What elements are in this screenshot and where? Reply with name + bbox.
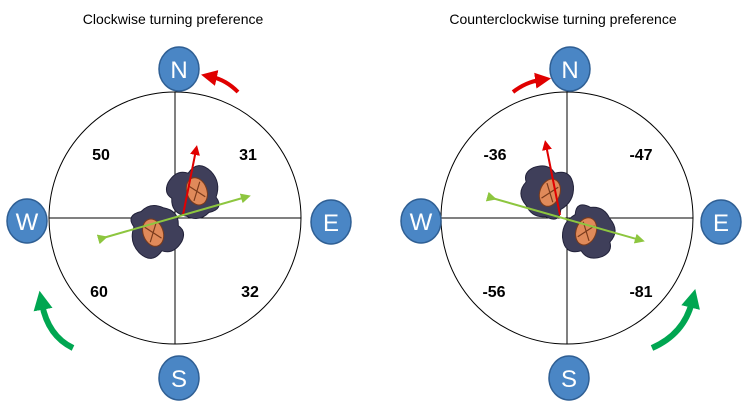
compass-badge-w: W	[6, 198, 48, 244]
direction-label-e: E	[323, 210, 339, 237]
direction-label-n: N	[170, 57, 187, 84]
compass-badge-n: N	[158, 46, 200, 92]
quadrant-value-sw: -56	[482, 284, 505, 301]
panel-title: Counterclockwise turning preference	[449, 11, 676, 27]
direction-label-e: E	[713, 210, 729, 237]
quadrant-value-se: 32	[241, 284, 259, 301]
panel-counterclockwise: Counterclockwise turning preference -36 …	[400, 11, 742, 401]
direction-label-w: W	[16, 209, 39, 236]
red-turn-arrow-icon	[201, 70, 240, 94]
quadrant-value-se: -81	[629, 284, 652, 301]
panel-clockwise: Clockwise turning preference 50 31 60 32	[6, 11, 352, 401]
compass-badge-e: E	[700, 199, 742, 245]
quadrant-value-nw: 50	[92, 147, 110, 164]
quadrant-value-nw: -36	[483, 147, 506, 164]
red-turn-arrow-icon	[511, 72, 552, 94]
compass-badge-w: W	[400, 198, 442, 244]
direction-label-s: S	[561, 366, 577, 393]
direction-label-n: N	[561, 57, 578, 84]
compass-badge-n: N	[549, 46, 591, 92]
compass-badge-e: E	[310, 199, 352, 245]
direction-label-w: W	[410, 209, 433, 236]
quadrant-value-sw: 60	[90, 284, 108, 301]
quadrant-value-ne: -47	[629, 147, 652, 164]
mean-vector-green	[485, 191, 645, 244]
panel-title: Clockwise turning preference	[83, 11, 264, 27]
mean-vector-green	[96, 193, 251, 245]
quadrant-value-ne: 31	[239, 147, 257, 164]
direction-label-s: S	[171, 366, 187, 393]
compass-dial	[440, 91, 694, 345]
compass-badge-s: S	[548, 355, 590, 401]
green-turn-arrow-icon	[650, 288, 700, 351]
green-turn-arrow-icon	[33, 290, 75, 351]
compass-badge-s: S	[158, 355, 200, 401]
